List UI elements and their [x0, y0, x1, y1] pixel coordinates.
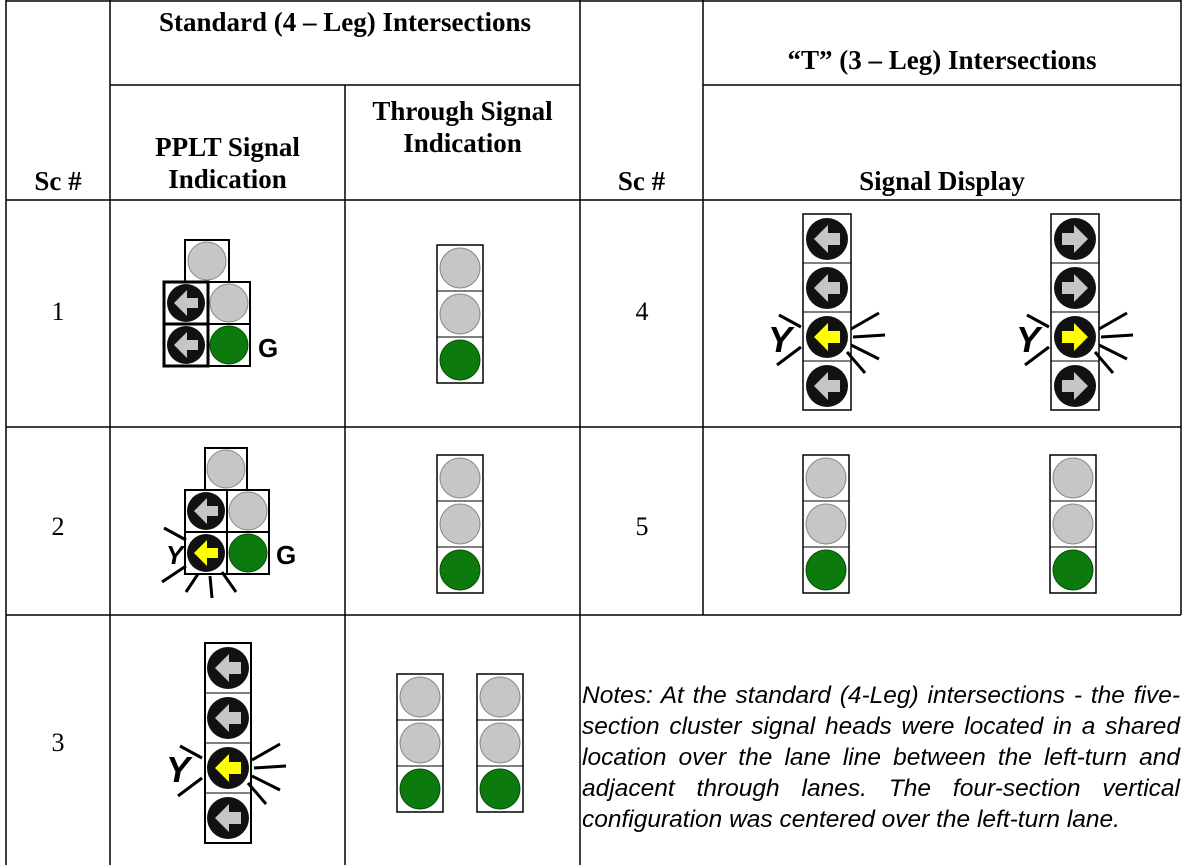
header-pplt: PPLT Signal Indication — [155, 132, 300, 194]
row-5-number: 5 — [635, 512, 649, 541]
notes-text: Notes: At the standard (4-Leg) intersect… — [582, 682, 1180, 833]
through-head-1 — [436, 244, 484, 384]
pplt-vertical-3: Y — [166, 642, 288, 844]
green-label: G — [258, 333, 278, 363]
yellow-label: Y — [166, 749, 193, 790]
t-display-5-left — [802, 454, 850, 594]
header-t-intersections: “T” (3 – Leg) Intersections — [787, 45, 1097, 75]
header-sc-left: Sc # — [34, 166, 82, 196]
yellow-label: Y — [1016, 319, 1043, 360]
yellow-label: Y — [166, 540, 186, 570]
through-head-2 — [436, 454, 484, 594]
pplt-cluster-1: G — [162, 239, 278, 368]
t-display-4-left: Y — [768, 213, 887, 411]
row-3-number: 3 — [51, 728, 65, 757]
header-standard-intersections: Standard (4 – Leg) Intersections — [159, 7, 531, 37]
row-4-number: 4 — [635, 297, 649, 326]
row-2-number: 2 — [51, 512, 65, 541]
t-display-4-right: Y — [1016, 213, 1135, 411]
yellow-label: Y — [768, 319, 795, 360]
through-head-3-left — [396, 673, 444, 813]
t-display-5-right — [1049, 454, 1097, 594]
row-1-number: 1 — [51, 297, 65, 326]
pplt-cluster-2: Y G — [161, 447, 296, 599]
green-label: G — [276, 540, 296, 570]
header-sc-right: Sc # — [617, 166, 666, 196]
header-signal-display: Signal Display — [859, 166, 1025, 196]
through-head-3-right — [476, 673, 524, 813]
header-through: Through Signal Indication — [372, 96, 553, 158]
